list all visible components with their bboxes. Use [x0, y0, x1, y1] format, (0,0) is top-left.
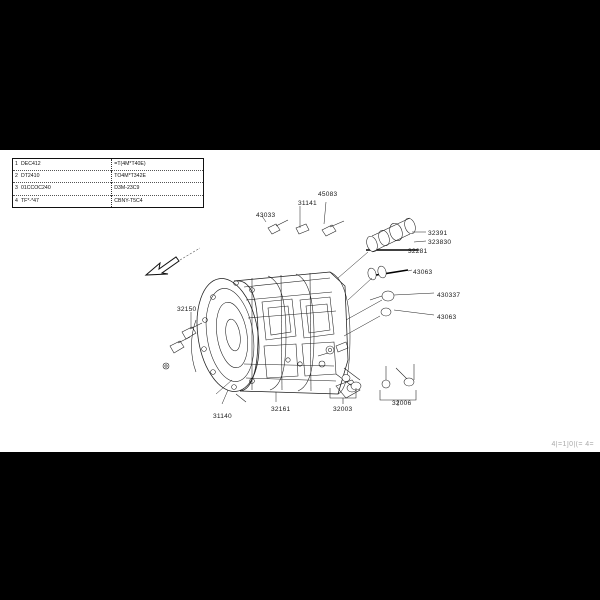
legend-left-text: DEC412: [21, 160, 41, 167]
front-direction-arrow-icon: [144, 247, 201, 276]
callout-45083: 45083: [318, 191, 338, 198]
diagram-linework: [144, 201, 435, 406]
callout-32391: 32391: [428, 230, 448, 237]
legend-mark: 3: [15, 185, 18, 192]
bottom-bracket-group-right: [379, 364, 417, 406]
callout-430337: 430337: [437, 292, 461, 299]
callout-31140: 31140: [213, 413, 232, 420]
bottom-bracket-group-left: [329, 367, 362, 404]
top-fastener-parts: [261, 201, 345, 237]
callout-32281: 32281: [408, 248, 428, 255]
callout-32150: 32150: [177, 306, 197, 313]
legend-cell-right: =T(4M*T40E): [114, 160, 146, 167]
assembly-leader-lines: [337, 251, 383, 337]
legend-mark: 4: [15, 197, 18, 204]
case-cover-plates: [261, 296, 337, 379]
bottom-leader-lines: [215, 379, 277, 405]
left-fastener-parts: [162, 312, 203, 373]
transaxle-case-flange: [196, 278, 260, 392]
letterbox-bar-bottom: [0, 452, 600, 600]
callout-43063-upper: 43063: [413, 269, 433, 276]
callout-32003: 32003: [333, 406, 353, 413]
shift-rod-assembly: [367, 265, 435, 317]
watermark-text: 4|=1]0|(= 4=: [551, 441, 594, 448]
legend-cell-right: D3M-23C9: [114, 185, 140, 192]
callout-43033: 43033: [256, 212, 276, 219]
legend-left-text: TF*-*47: [21, 197, 39, 204]
callout-32161: 32161: [271, 406, 291, 413]
legend-mark: 1: [15, 160, 18, 167]
legend-cell-right: TO4M*T342E: [114, 173, 146, 180]
callout-43063-lower: 43063: [437, 314, 457, 321]
letterbox-bar-top: [0, 0, 600, 150]
legend-left-text: 01CCOC240: [21, 185, 51, 192]
callout-31141: 31141: [298, 200, 317, 207]
output-shaft-assembly: [366, 217, 427, 253]
callout-323830: 323830: [428, 239, 452, 246]
legend-mark: 2: [15, 173, 18, 180]
legend-cell-right: CBNY-T5C4: [114, 197, 143, 204]
transaxle-case-body: [233, 271, 351, 395]
callout-32006: 32006: [392, 400, 412, 407]
legend-left-text: DT2410: [21, 173, 40, 180]
case-detail-fittings: [285, 341, 349, 368]
callout-labels: 45083 31141 43033 32391 323830 32281 430…: [0, 150, 600, 452]
